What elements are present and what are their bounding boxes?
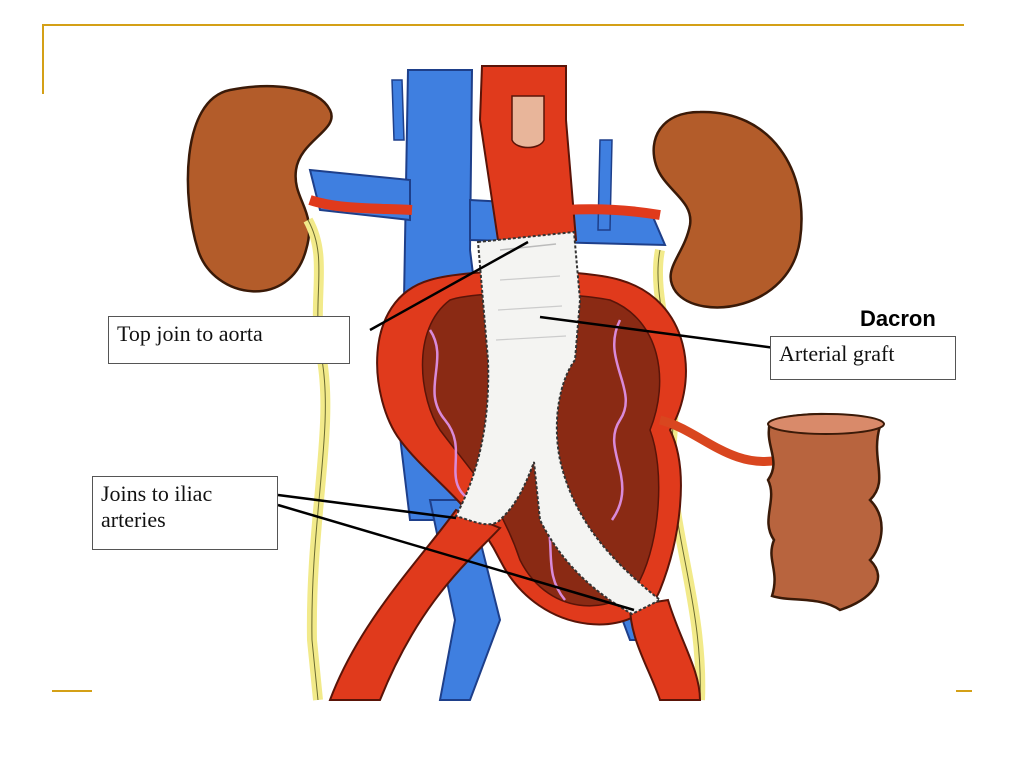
colon-segment: [658, 412, 885, 612]
pointer-arterial-graft: [539, 315, 776, 350]
label-arterial-graft: Arterial graft: [770, 336, 956, 380]
dacron-graft: [454, 230, 662, 616]
label-iliac-line2: arteries: [101, 507, 166, 532]
label-iliac-line1: Joins to iliac: [101, 481, 213, 506]
frame-top-line: [44, 24, 964, 26]
pointer-top-join: [369, 240, 529, 332]
label-joins-to-iliac-arteries: Joins to iliac arteries: [92, 476, 278, 550]
label-arterial-graft-text: Arterial graft: [779, 341, 895, 366]
frame-bottom-right-line: [956, 690, 972, 692]
label-top-join-text: Top join to aorta: [117, 321, 263, 346]
pointer-lines: [277, 240, 776, 612]
label-dacron: Dacron: [860, 306, 936, 331]
frame-bottom-left-line: [52, 690, 92, 692]
right-kidney: [652, 110, 803, 309]
frame-left-line: [42, 24, 44, 94]
left-kidney: [186, 85, 333, 293]
aorta: [308, 65, 661, 241]
label-top-join-to-aorta: Top join to aorta: [108, 316, 350, 364]
pointer-iliac-right: [277, 503, 635, 612]
pointer-iliac-left: [277, 493, 457, 520]
